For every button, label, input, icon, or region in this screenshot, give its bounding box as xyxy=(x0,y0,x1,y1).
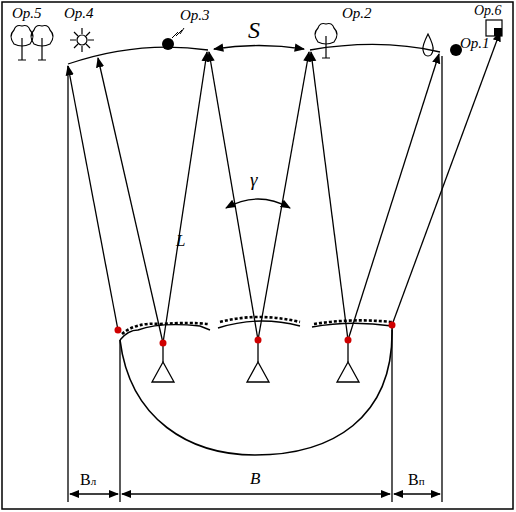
landmark-label: Ор.2 xyxy=(342,6,372,21)
landmark-label: Ор.6 xyxy=(474,4,502,18)
dimension-label: Вл xyxy=(80,472,96,488)
landmark-label: Ор.4 xyxy=(64,6,94,21)
range-label: L xyxy=(176,232,185,249)
angle-label: γ xyxy=(250,170,258,189)
landmark-label: Ор.1 xyxy=(460,36,490,51)
dimension-label: В xyxy=(250,470,260,487)
landmark-label: Ор.5 xyxy=(12,6,42,21)
landmark-label: Ор.3 xyxy=(180,8,210,23)
dimension-label: Вп xyxy=(408,472,425,488)
distance-label: S xyxy=(248,18,260,42)
